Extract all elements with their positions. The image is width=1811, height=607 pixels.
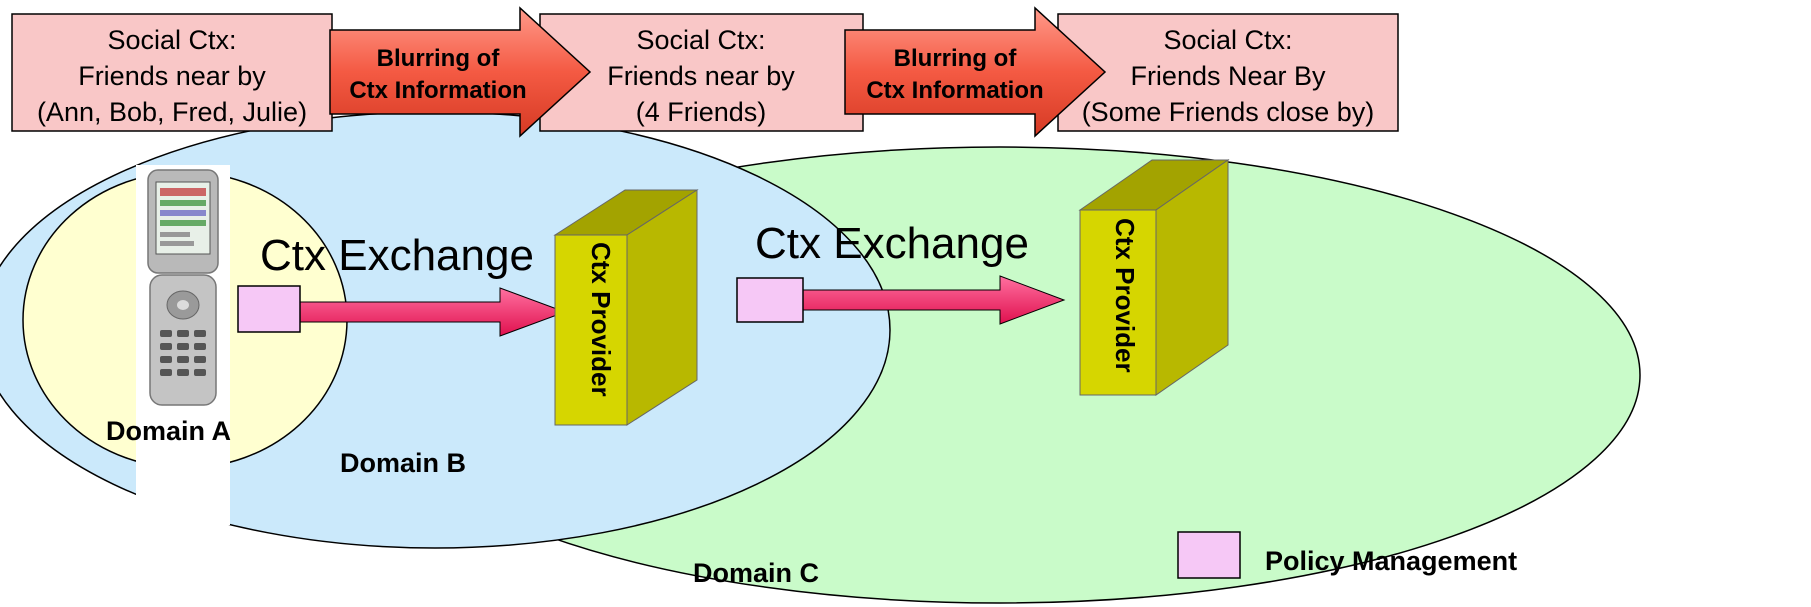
exchange-arrow-1 — [299, 287, 567, 337]
context-box-1-line1: Social Ctx: — [107, 25, 236, 55]
context-box-2-line2: Friends near by — [607, 61, 795, 91]
context-box-2-line3: (4 Friends) — [636, 97, 767, 127]
policy-box-1 — [237, 285, 301, 333]
policy-box-2 — [736, 277, 804, 323]
blur-arrow-1-line1: Blurring of — [377, 45, 501, 72]
context-box-2: Social Ctx: Friends near by (4 Friends) — [539, 13, 864, 132]
domain-b-label: Domain B — [340, 448, 466, 478]
header-fragment — [0, 0, 60, 6]
context-box-1: Social Ctx: Friends near by (Ann, Bob, F… — [11, 13, 333, 132]
context-box-3-line3: (Some Friends close by) — [1082, 97, 1375, 127]
blur-arrow-1-line2: Ctx Information — [349, 77, 526, 104]
exchange-label-1: Ctx Exchange — [260, 231, 534, 280]
context-box-1-line3: (Ann, Bob, Fred, Julie) — [37, 97, 307, 127]
ctx-provider-1: Ctx Provider — [553, 189, 699, 426]
blur-arrow-2-line1: Blurring of — [894, 45, 1018, 72]
ctx-provider-2-label: Ctx Provider — [1110, 218, 1140, 373]
legend-policy-label: Policy Management — [1265, 546, 1517, 576]
mobile-phone-icon — [136, 165, 230, 525]
blur-arrow-1: Blurring of Ctx Information — [329, 6, 592, 138]
blur-arrow-2-line2: Ctx Information — [866, 77, 1043, 104]
exchange-arrow-2 — [802, 275, 1066, 325]
context-box-3-line2: Friends Near By — [1130, 61, 1326, 91]
ctx-provider-1-label: Ctx Provider — [586, 242, 616, 397]
context-box-1-line2: Friends near by — [78, 61, 266, 91]
domain-c-label: Domain C — [693, 558, 819, 588]
exchange-label-2: Ctx Exchange — [755, 219, 1029, 268]
blur-arrow-2: Blurring of Ctx Information — [844, 6, 1107, 138]
context-box-3: Social Ctx: Friends Near By (Some Friend… — [1057, 13, 1399, 132]
legend: Policy Management — [1177, 531, 1517, 579]
context-box-3-line1: Social Ctx: — [1163, 25, 1292, 55]
domain-a-label: Domain A — [106, 416, 231, 446]
context-box-2-line1: Social Ctx: — [636, 25, 765, 55]
legend-policy-swatch — [1177, 531, 1241, 579]
ctx-provider-2: Ctx Provider — [1078, 159, 1230, 396]
